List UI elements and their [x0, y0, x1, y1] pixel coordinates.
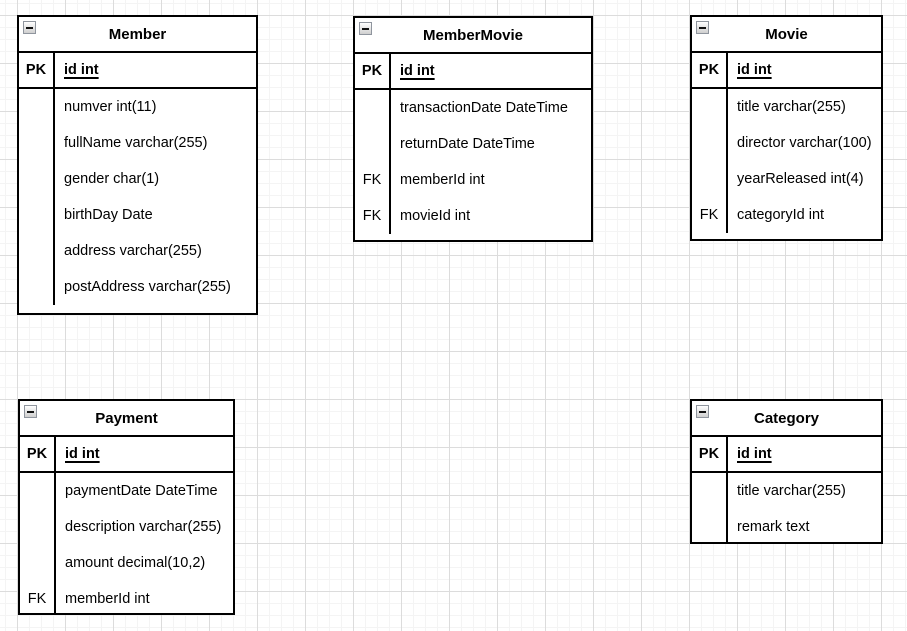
field-label: fullName varchar(255)	[64, 135, 208, 151]
pk-key-label: PK	[692, 53, 728, 87]
attribute-row[interactable]: title varchar(255)	[692, 89, 881, 125]
field-label: memberId int	[400, 172, 485, 188]
attribute-row[interactable]: address varchar(255)	[19, 233, 256, 269]
field-label: remark text	[737, 519, 810, 535]
table-title: Member	[108, 25, 167, 43]
pk-row[interactable]: PK id int	[355, 54, 591, 90]
attribute-row[interactable]: remark text	[692, 509, 881, 542]
entity-table-membermovie[interactable]: MemberMovie PK id int transactionDate Da…	[353, 16, 593, 242]
collapse-minus-icon[interactable]	[359, 22, 372, 35]
table-title: MemberMovie	[422, 26, 524, 44]
field-label: director varchar(100)	[737, 135, 872, 151]
attribute-row[interactable]: numver int(11)	[19, 89, 256, 125]
field-label: gender char(1)	[64, 171, 160, 187]
pk-row[interactable]: PK id int	[692, 437, 881, 473]
column-divider	[726, 89, 728, 233]
attribute-row[interactable]: title varchar(255)	[692, 473, 881, 509]
attribute-row[interactable]: fullName varchar(255)	[19, 125, 256, 161]
attribute-row[interactable]: FK categoryId int	[692, 197, 881, 233]
field-label: transactionDate DateTime	[400, 100, 568, 116]
table-body: paymentDate DateTime description varchar(…	[20, 473, 233, 613]
field-label: returnDate DateTime	[400, 136, 535, 152]
key-label: FK	[27, 591, 47, 607]
field-label: title varchar(255)	[737, 99, 846, 115]
field-label: description varchar(255)	[65, 519, 222, 535]
attribute-row[interactable]: FK memberId int	[20, 581, 233, 613]
pk-field-label: id int	[65, 446, 100, 462]
pk-key-label: PK	[19, 53, 55, 87]
field-label: categoryId int	[737, 207, 825, 223]
attribute-row[interactable]: director varchar(100)	[692, 125, 881, 161]
minus-glyph	[27, 410, 34, 413]
table-header: MemberMovie	[355, 18, 591, 54]
field-label: amount decimal(10,2)	[65, 555, 206, 571]
pk-field-label: id int	[737, 62, 772, 78]
minus-glyph	[699, 26, 706, 29]
column-divider	[54, 473, 56, 613]
table-body: title varchar(255) remark text	[692, 473, 881, 542]
table-title: Movie	[765, 25, 808, 43]
field-label: postAddress varchar(255)	[64, 279, 231, 295]
field-label: movieId int	[400, 208, 471, 224]
entity-table-member[interactable]: Member PK id int numver int(11) fullName …	[17, 15, 258, 315]
key-label: FK	[362, 208, 382, 224]
attribute-row[interactable]: birthDay Date	[19, 197, 256, 233]
attribute-row[interactable]: transactionDate DateTime	[355, 90, 591, 126]
attribute-row[interactable]: postAddress varchar(255)	[19, 269, 256, 305]
field-label: memberId int	[65, 591, 150, 607]
attribute-row[interactable]: amount decimal(10,2)	[20, 545, 233, 581]
pk-row[interactable]: PK id int	[19, 53, 256, 89]
field-label: numver int(11)	[64, 99, 157, 115]
pk-field-label: id int	[400, 63, 435, 79]
collapse-minus-icon[interactable]	[23, 21, 36, 34]
collapse-minus-icon[interactable]	[696, 21, 709, 34]
pk-key-label: PK	[355, 54, 391, 88]
table-title: Category	[753, 409, 820, 427]
collapse-minus-icon[interactable]	[696, 405, 709, 418]
attribute-row[interactable]: FK memberId int	[355, 162, 591, 198]
collapse-minus-icon[interactable]	[24, 405, 37, 418]
attribute-row[interactable]: yearReleased int(4)	[692, 161, 881, 197]
field-label: birthDay Date	[64, 207, 153, 223]
table-body: numver int(11) fullName varchar(255) gende…	[19, 89, 256, 313]
table-body: transactionDate DateTime returnDate DateT…	[355, 90, 591, 240]
attribute-row[interactable]: FK movieId int	[355, 198, 591, 234]
pk-field-label: id int	[64, 62, 99, 78]
attribute-row[interactable]: description varchar(255)	[20, 509, 233, 545]
field-label: yearReleased int(4)	[737, 171, 864, 187]
column-divider	[389, 90, 391, 234]
table-header: Payment	[20, 401, 233, 437]
attribute-row[interactable]: returnDate DateTime	[355, 126, 591, 162]
table-header: Member	[19, 17, 256, 53]
pk-key-label: PK	[692, 437, 728, 471]
table-title: Payment	[95, 409, 158, 427]
field-label: address varchar(255)	[64, 243, 202, 259]
key-label: FK	[362, 172, 382, 188]
entity-table-payment[interactable]: Payment PK id int paymentDate DateTime de…	[18, 399, 235, 615]
pk-row[interactable]: PK id int	[20, 437, 233, 473]
table-header: Category	[692, 401, 881, 437]
pk-field-label: id int	[737, 446, 772, 462]
minus-glyph	[26, 26, 33, 29]
pk-row[interactable]: PK id int	[692, 53, 881, 89]
column-divider	[726, 473, 728, 542]
column-divider	[53, 89, 55, 305]
pk-key-label: PK	[20, 437, 56, 471]
field-label: paymentDate DateTime	[65, 483, 218, 499]
attribute-row[interactable]: paymentDate DateTime	[20, 473, 233, 509]
minus-glyph	[362, 27, 369, 30]
entity-table-movie[interactable]: Movie PK id int title varchar(255) direct…	[690, 15, 883, 241]
field-label: title varchar(255)	[737, 483, 846, 499]
table-body: title varchar(255) director varchar(100) y…	[692, 89, 881, 239]
table-header: Movie	[692, 17, 881, 53]
entity-table-category[interactable]: Category PK id int title varchar(255) rem…	[690, 399, 883, 544]
attribute-row[interactable]: gender char(1)	[19, 161, 256, 197]
minus-glyph	[699, 410, 706, 413]
key-label: FK	[699, 207, 719, 223]
